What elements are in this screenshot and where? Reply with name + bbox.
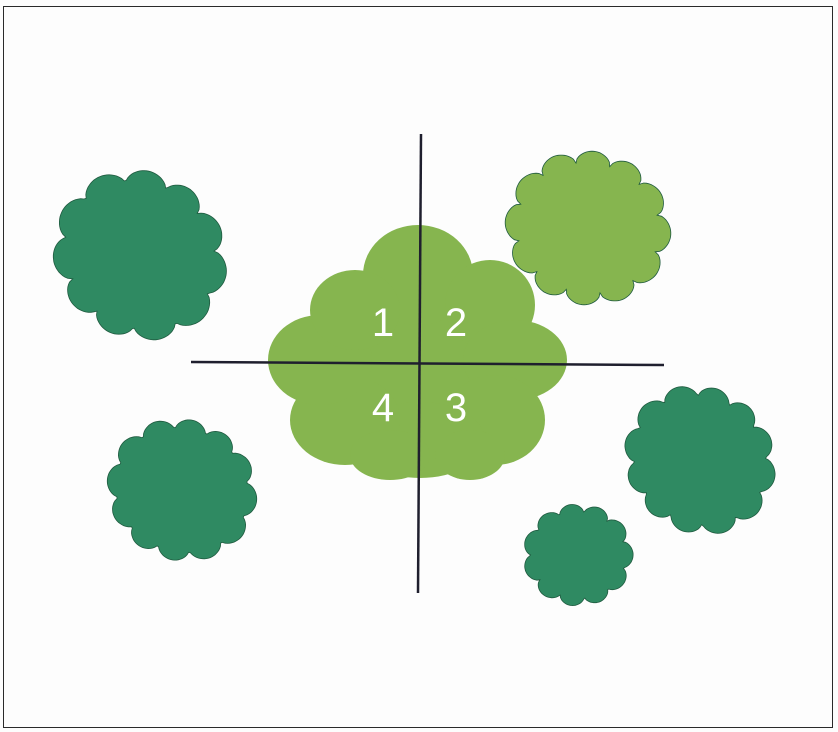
shrub-bottom-left: [107, 420, 256, 560]
quadrant-label-4: 4: [372, 386, 394, 430]
shrub-top-left: [53, 171, 226, 340]
shrub-right: [625, 387, 775, 534]
shrub-top-right: [505, 151, 671, 305]
shrub-bottom-right: [525, 505, 633, 606]
shrub-center-lobe: [435, 430, 505, 480]
quadrant-label-2: 2: [445, 301, 467, 345]
quadrant-label-3: 3: [445, 386, 467, 430]
horizontal-axis-line: [191, 362, 664, 365]
quadrant-label-1: 1: [372, 301, 394, 345]
